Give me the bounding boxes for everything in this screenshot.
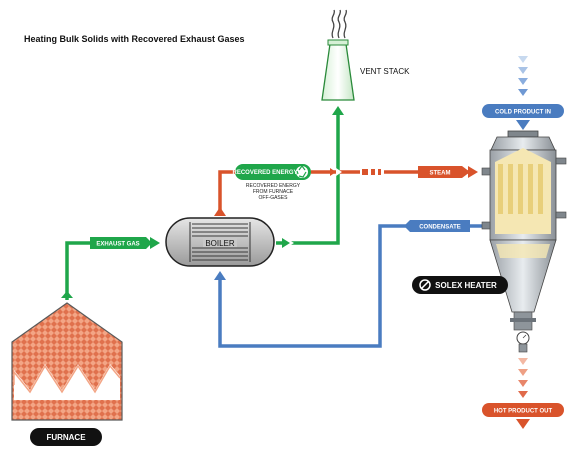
condensate-label: CONDENSATE	[404, 220, 470, 232]
cold-product-feed	[518, 56, 528, 96]
exhaust-gas-label: EXHAUST GAS	[90, 237, 152, 249]
svg-text:RECOVERED ENERGY: RECOVERED ENERGY	[246, 183, 301, 189]
recovered-energy-note: RECOVERED ENERGY FROM FURNACE OFF-GASES	[246, 183, 301, 201]
furnace	[11, 302, 123, 421]
boiler-label: BOILER	[205, 239, 235, 248]
svg-text:FROM FURNACE: FROM FURNACE	[253, 189, 294, 195]
svg-text:CONDENSATE: CONDENSATE	[419, 225, 461, 231]
solex-heater-label: SOLEX HEATER	[412, 276, 508, 294]
cold-product-arrow	[516, 120, 530, 130]
hot-product-discharge	[518, 358, 528, 398]
solex-heater	[481, 130, 567, 353]
hot-product-arrow	[516, 419, 530, 429]
svg-text:EXHAUST GAS: EXHAUST GAS	[96, 242, 139, 248]
solex-logo-icon	[419, 279, 431, 291]
svg-text:FURNACE: FURNACE	[46, 433, 86, 442]
vent-stack	[321, 9, 355, 101]
svg-text:SOLEX HEATER: SOLEX HEATER	[435, 281, 497, 290]
diagram-title: Heating Bulk Solids with Recovered Exhau…	[24, 34, 245, 44]
svg-text:OFF-GASES: OFF-GASES	[259, 195, 289, 201]
vent-stack-label: VENT STACK	[360, 67, 410, 76]
svg-text:COLD PRODUCT IN: COLD PRODUCT IN	[495, 110, 551, 116]
svg-text:STEAM: STEAM	[430, 171, 451, 177]
recycle-icon	[296, 165, 307, 178]
hot-product-out-label: HOT PRODUCT OUT	[482, 403, 564, 417]
svg-text:HOT PRODUCT OUT: HOT PRODUCT OUT	[494, 409, 553, 415]
svg-text:RECOVERED ENERGY: RECOVERED ENERGY	[232, 170, 297, 176]
furnace-label: FURNACE	[30, 428, 102, 446]
vent-line	[276, 106, 344, 248]
steam-label: STEAM	[418, 166, 470, 178]
boiler: BOILER	[165, 217, 275, 267]
cold-product-in-label: COLD PRODUCT IN	[482, 104, 564, 118]
recovered-energy-badge: RECOVERED ENERGY	[232, 164, 311, 180]
